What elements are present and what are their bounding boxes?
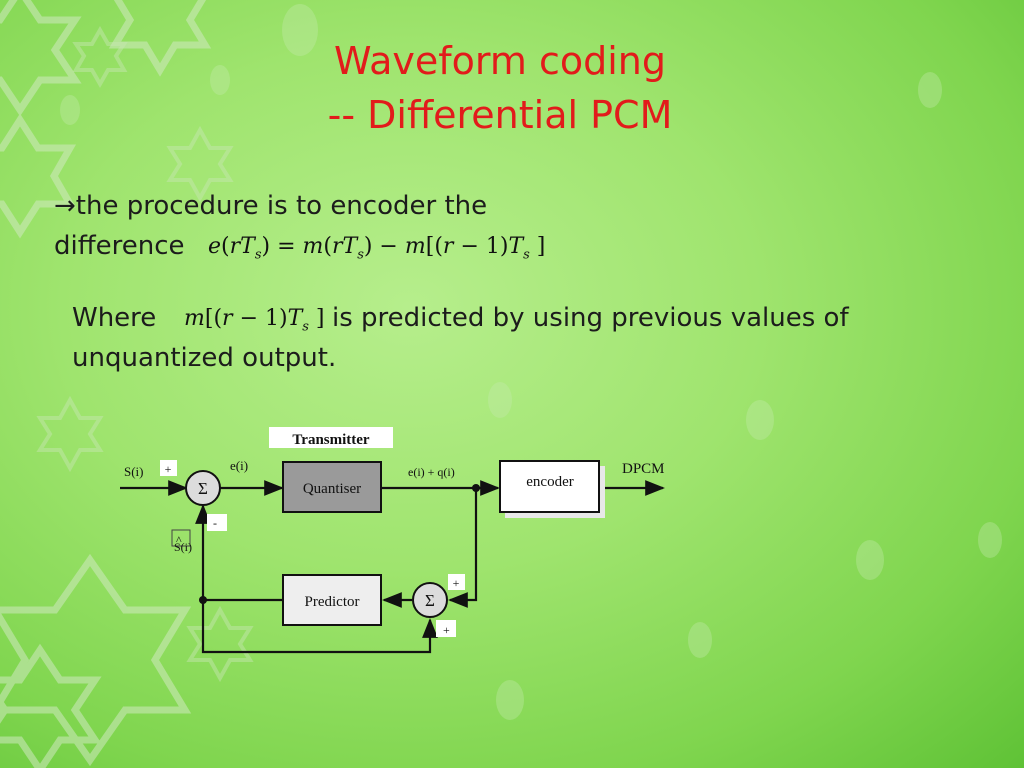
quantiser-block xyxy=(282,461,382,513)
slide-title-line2: -- Differential PCM xyxy=(327,93,673,137)
quantiser-label: Quantiser xyxy=(303,481,361,497)
paragraph-1-line-1: →the procedure is to encoder the xyxy=(54,186,487,226)
feedback-hat: ^ xyxy=(176,533,182,547)
drop-ornament xyxy=(918,72,942,108)
transmitter-header-box xyxy=(269,427,393,448)
drop-ornament xyxy=(746,400,774,440)
slide-title-line1: Waveform coding xyxy=(334,39,666,83)
plus-sign-1: + xyxy=(165,462,172,476)
predictor-block xyxy=(282,574,382,626)
junction-node xyxy=(199,596,207,604)
junction-node xyxy=(472,484,480,492)
star-ornament xyxy=(186,605,254,683)
paragraph-2-where: Where xyxy=(72,303,157,333)
plus-sign-2: + xyxy=(453,576,460,590)
prediction-feedback-path xyxy=(201,600,438,654)
star-ornament xyxy=(0,113,77,239)
plus-sign-box xyxy=(436,620,456,637)
drop-ornament xyxy=(688,622,712,658)
input-signal-label: S(i) xyxy=(124,464,144,479)
summing-junction-1 xyxy=(185,470,221,506)
dpcm-output-label: DPCM xyxy=(622,461,665,477)
drop-ornament xyxy=(856,540,884,580)
quantised-feedback-path xyxy=(448,488,478,608)
minus-sign-box xyxy=(207,514,227,531)
difference-equation: e(rTs) = m(rTs) − m[(r − 1)Ts ] xyxy=(208,234,546,263)
encoder-block xyxy=(499,460,600,513)
error-signal-label: e(i) xyxy=(230,458,248,473)
sum-symbol-2: Σ xyxy=(425,591,435,610)
sum-symbol-1: Σ xyxy=(198,479,208,498)
paragraph-2-rest: is predicted by using previous values of xyxy=(332,303,849,333)
paragraph-1-text: the procedure is to encoder the xyxy=(75,191,488,221)
paragraph-1-line-2: difference xyxy=(54,231,185,261)
minus-sign-1: - xyxy=(213,516,217,530)
drop-ornament xyxy=(488,382,512,418)
star-ornament xyxy=(108,0,212,77)
star-ornament xyxy=(166,125,234,203)
summing-junction-2 xyxy=(412,582,448,618)
transmitter-header: Transmitter xyxy=(292,432,370,448)
right-arrow-icon: → xyxy=(54,191,76,221)
plus-sign-3: + xyxy=(443,623,450,637)
star-ornament xyxy=(72,25,128,89)
predicted-term-equation: m[(r − 1)Ts ] xyxy=(184,306,325,335)
star-ornament xyxy=(36,395,104,473)
feedback-signal-label: S(i) xyxy=(174,540,192,554)
star-ornament xyxy=(0,553,192,767)
drop-ornament xyxy=(978,522,1002,558)
drop-ornament xyxy=(282,4,318,56)
plus-sign-box xyxy=(448,574,465,590)
encoder-label: encoder xyxy=(526,474,573,490)
predictor-label: Predictor xyxy=(305,594,360,610)
plus-sign-box xyxy=(160,460,177,476)
star-ornament xyxy=(0,0,82,117)
paragraph-2-line-2: unquantized output. xyxy=(72,343,337,373)
dpcm-block-diagram: Transmitter Σ Quantiser encoder Predicto… xyxy=(120,427,665,654)
drop-ornament xyxy=(496,680,524,720)
drop-ornament xyxy=(60,95,80,125)
quantised-signal-label: e(i) + q(i) xyxy=(408,465,455,479)
drop-ornament xyxy=(210,65,230,95)
feedback-label-box xyxy=(171,529,191,547)
star-ornament xyxy=(0,643,102,768)
